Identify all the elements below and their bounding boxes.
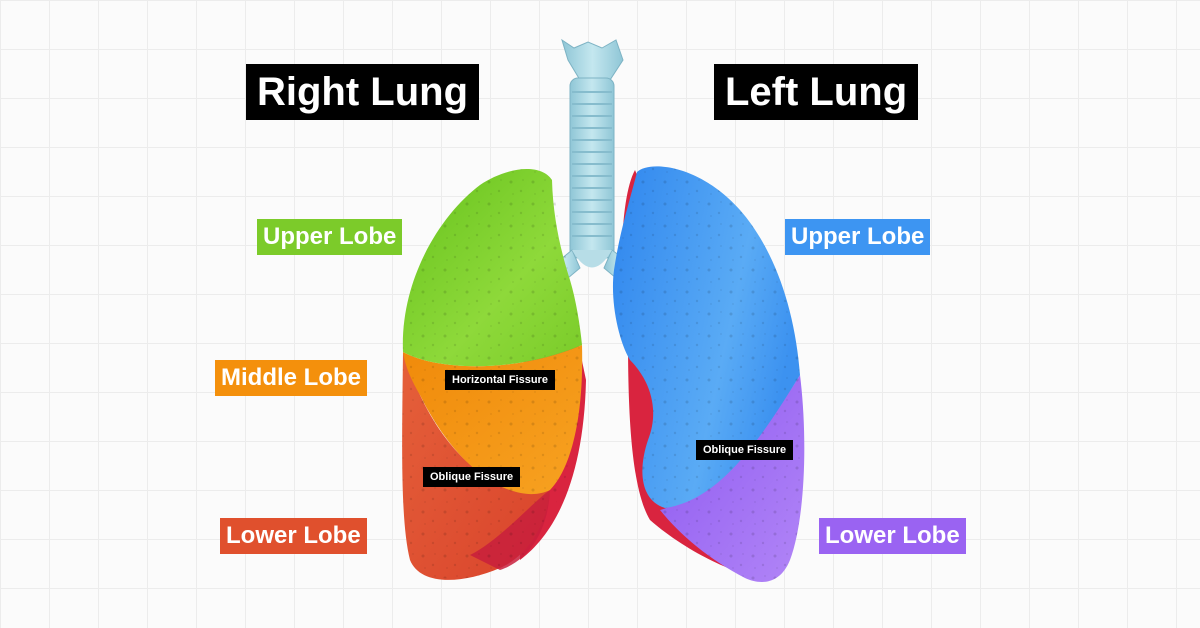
right-middle-lobe-label: Middle Lobe [215, 360, 367, 396]
carina [572, 250, 612, 268]
right-upper-lobe-label: Upper Lobe [257, 219, 403, 255]
left-lung-title: Left Lung [714, 64, 919, 120]
left-lung [612, 166, 805, 583]
right-horizontal-fissure-label: Horizontal Fissure [445, 370, 555, 390]
left-lower-lobe-label: Lower Lobe [819, 518, 966, 554]
left-upper-lobe-label: Upper Lobe [785, 219, 931, 255]
trachea [547, 38, 637, 289]
left-lung-texture [612, 166, 805, 583]
right-lung-title: Right Lung [246, 64, 480, 120]
right-oblique-fissure-label: Oblique Fissure [423, 467, 521, 487]
larynx-top [561, 38, 624, 81]
right-lower-lobe-label: Lower Lobe [220, 518, 367, 554]
left-oblique-fissure-label: Oblique Fissure [696, 440, 794, 460]
trachea-rings [572, 91, 612, 237]
